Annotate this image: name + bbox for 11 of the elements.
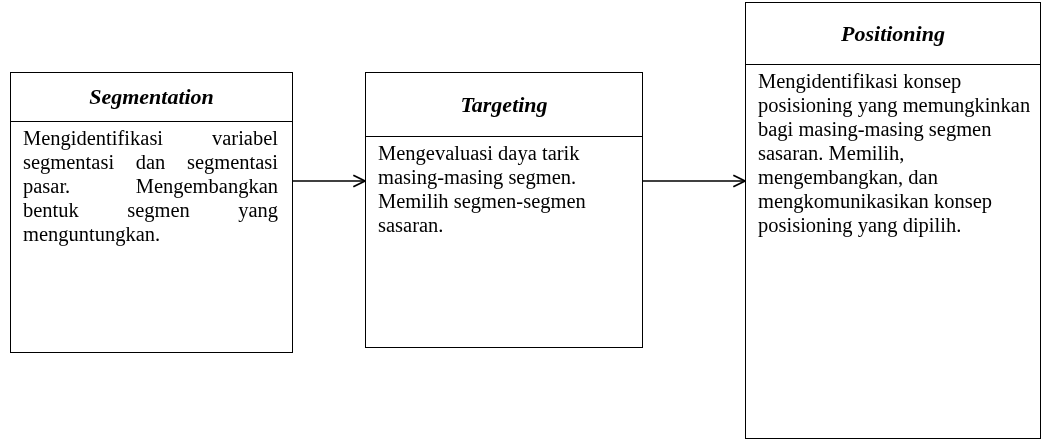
box-heading: Targeting (460, 91, 548, 118)
box-heading: Segmentation (89, 84, 214, 110)
box-description: Mengevaluasi daya tarik masing-masing segmen. Memilih segmen-segmen sasaran. (377, 141, 587, 237)
arrow (642, 174, 746, 188)
box-description: Mengidentifikasi variabel segmentasi dan segmentasi pasar. Mengembangkan bentuk segmen yang menguntungkan. (22, 126, 279, 246)
process-box (10, 72, 293, 353)
process-box (745, 2, 1041, 439)
process-box (365, 72, 643, 348)
box-description: Mengidentifikasi konsep posisioning yang memungkinkan bagi masing-masing segmen sasaran. Memilih, mengembangkan, dan mengkomunikasikan konsep posisioning yang dipilih. (757, 69, 1032, 237)
box-heading: Positioning (841, 20, 945, 47)
arrow (292, 174, 366, 188)
